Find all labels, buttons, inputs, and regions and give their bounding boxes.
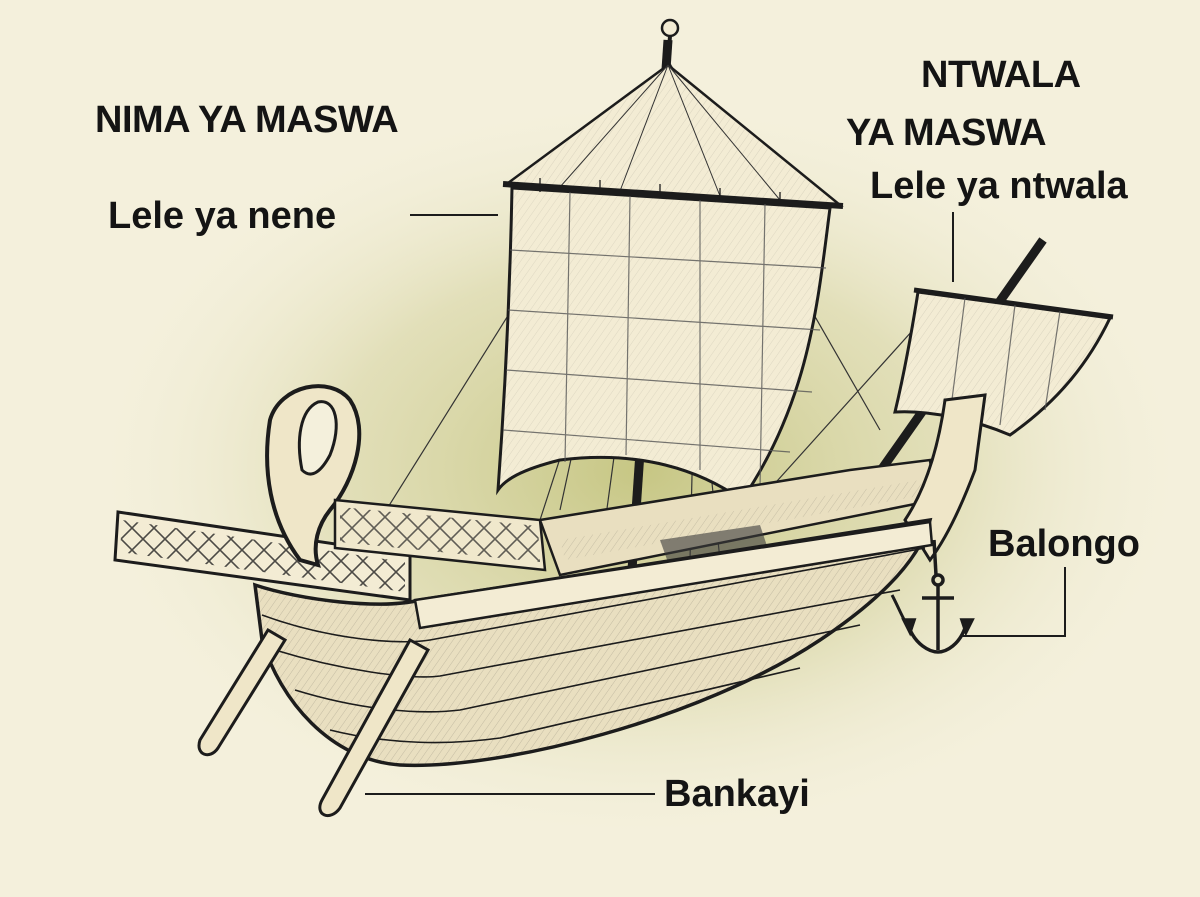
deck-structures	[333, 458, 937, 577]
bow-title-line-2: YA MASWA	[846, 112, 1047, 154]
leader-anchor	[960, 567, 1066, 637]
anchor-label: Balongo	[988, 523, 1140, 565]
bow-post	[903, 393, 987, 563]
hull	[252, 517, 934, 768]
anchor-icon	[890, 539, 975, 654]
mainsail-label: Lele ya nene	[108, 195, 337, 237]
rudder-label: Bankayi	[664, 773, 810, 815]
bow-title-line-1: NTWALA	[921, 54, 1081, 96]
stern-title: NIMA YA MASWA	[95, 99, 399, 141]
main-sail	[496, 178, 832, 503]
stern-ornament	[265, 384, 362, 568]
foresail-label: Lele ya ntwala	[870, 165, 1128, 207]
leader-lines	[365, 212, 1066, 795]
main-yard	[502, 181, 844, 209]
steering-oars	[197, 627, 431, 818]
